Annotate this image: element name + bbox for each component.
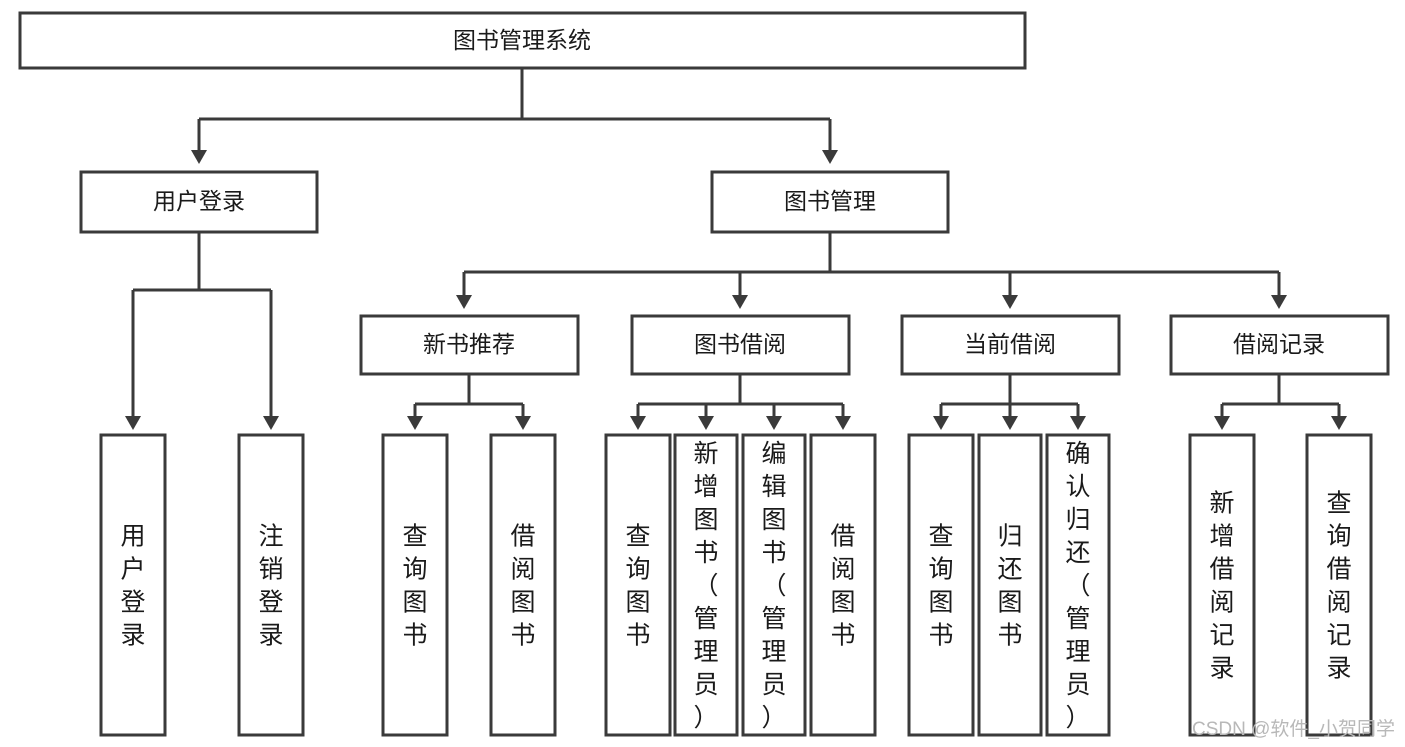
leaf-node-borrow-book-newbook[interactable]: 借阅图书 [489,433,557,737]
leaf-label-query-book-newbook: 查询图书 [402,523,427,650]
leaf-node-add-book-admin[interactable]: 新增图书（管理员） [673,433,739,737]
leaf-node-confirm-return-admin[interactable]: 确认归还（管理员） [1045,433,1111,737]
leaf-label-borrow-book-borrow: 借阅图书 [830,523,855,650]
node-label-current-borrow: 当前借阅 [964,331,1056,357]
leaf-node-add-borrow-record[interactable]: 新增借阅记录 [1188,433,1256,737]
leaf-label-logout: 注销登录 [258,523,283,650]
leaf-node-query-book-current[interactable]: 查询图书 [907,433,975,737]
node-label-book-borrow: 图书借阅 [694,331,786,357]
leaf-label-user-login-action: 用户登录 [120,523,145,650]
leaf-label-edit-book-admin: 编辑图书（管理员） [761,440,786,732]
node-book-management[interactable]: 图书管理 [710,170,950,234]
leaf-node-user-login-action[interactable]: 用户登录 [99,433,167,737]
connector-group-borrow-record [1214,374,1347,430]
leaf-label-query-borrow-record: 查询借阅记录 [1326,490,1351,683]
leaf-node-borrow-book-borrow[interactable]: 借阅图书 [809,433,877,737]
leaf-label-query-book-borrow: 查询图书 [625,523,650,650]
leaf-node-query-book-newbook[interactable]: 查询图书 [381,433,449,737]
connector-group-new-book [407,374,531,430]
node-label-new-book-recommend: 新书推荐 [423,331,515,357]
connector-group-book-borrow [630,374,851,430]
node-system-root[interactable]: 图书管理系统 [18,11,1027,70]
leaf-label-add-book-admin: 新增图书（管理员） [693,440,718,732]
node-current-borrow[interactable]: 当前借阅 [900,314,1121,376]
node-borrow-record[interactable]: 借阅记录 [1169,314,1390,376]
connector-group-root [191,68,838,164]
leaf-node-logout[interactable]: 注销登录 [237,433,305,737]
connector-group-current-borrow [933,374,1086,430]
leaf-label-add-borrow-record: 新增借阅记录 [1209,490,1234,683]
node-new-book-recommend[interactable]: 新书推荐 [359,314,580,376]
leaf-label-query-book-current: 查询图书 [928,523,953,650]
leaf-node-edit-book-admin[interactable]: 编辑图书（管理员） [741,433,807,737]
connector-group-user-login [125,232,279,430]
node-label-user-login: 用户登录 [153,188,245,214]
leaf-node-return-book[interactable]: 归还图书 [977,433,1043,737]
leaf-node-query-borrow-record[interactable]: 查询借阅记录 [1305,433,1373,737]
node-label-system-root: 图书管理系统 [453,27,591,53]
node-label-book-management: 图书管理 [784,188,876,214]
connector-group-book-management [456,232,1287,309]
leaf-label-borrow-book-newbook: 借阅图书 [510,523,535,650]
leaf-node-query-book-borrow[interactable]: 查询图书 [604,433,672,737]
leaf-label-return-book: 归还图书 [997,523,1022,650]
node-book-borrow[interactable]: 图书借阅 [630,314,851,376]
node-label-borrow-record: 借阅记录 [1233,331,1325,357]
node-user-login[interactable]: 用户登录 [79,170,319,234]
leaf-label-confirm-return-admin: 确认归还（管理员） [1065,440,1090,732]
